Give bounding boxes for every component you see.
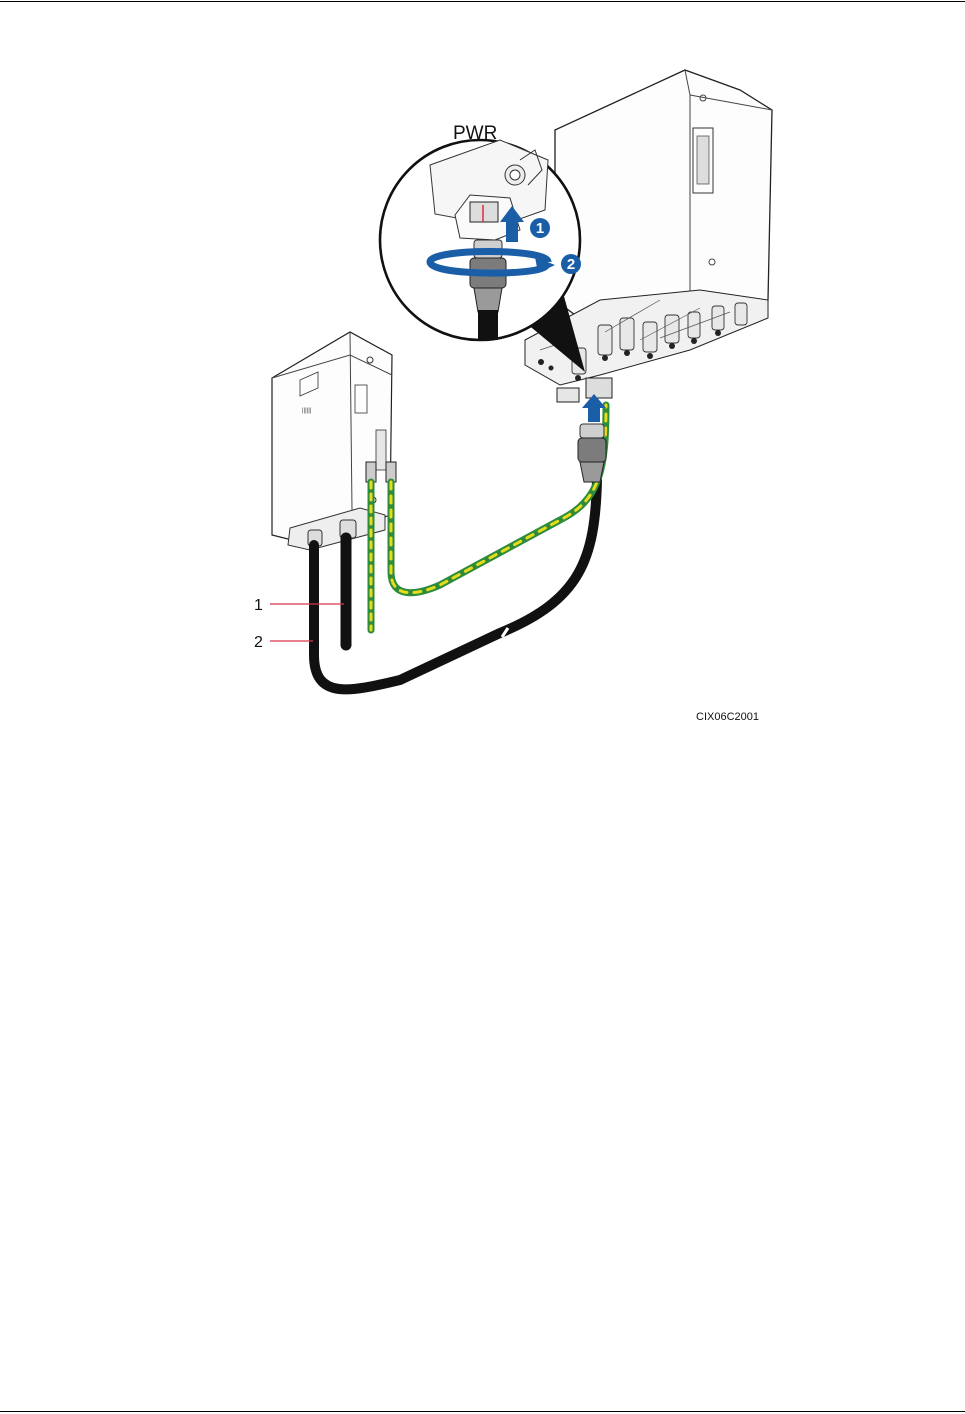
svg-text:||||||: ||||||: [302, 408, 312, 414]
power-box: ||||||: [272, 332, 396, 550]
callout-label-2: 2: [254, 634, 263, 651]
step-label-2: 2: [567, 256, 575, 273]
zoom-label-pwr: PWR: [453, 123, 497, 144]
callouts: 1 2: [254, 597, 344, 651]
footer-rule: [0, 1411, 965, 1412]
zoom-detail: 1 2 PWR: [380, 123, 585, 372]
figure-code: CIX06C2001: [696, 711, 759, 723]
step-label-1: 1: [536, 220, 544, 237]
ground-cable-link: [391, 405, 606, 593]
cable-installation-figure: 1 2 PWR ||||||: [0, 0, 965, 740]
callout-label-1: 1: [254, 597, 263, 614]
pwr-connector: [578, 424, 606, 482]
